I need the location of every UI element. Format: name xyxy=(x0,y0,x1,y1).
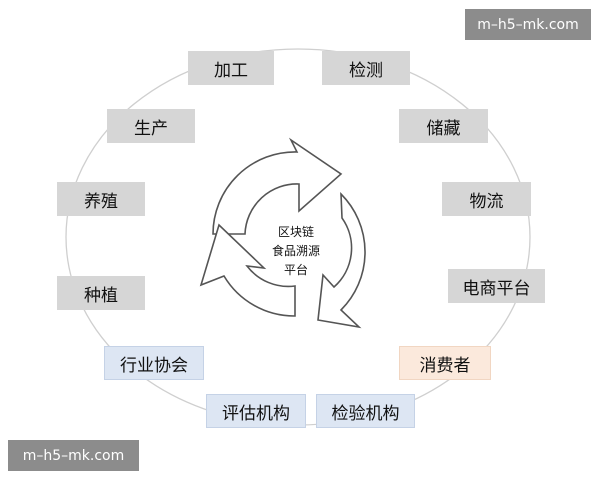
center-label-line2: 食品溯源 xyxy=(271,244,320,258)
node-breeding: 养殖 xyxy=(57,182,145,216)
node-evaluation-agency: 评估机构 xyxy=(206,394,306,428)
node-planting: 种植 xyxy=(57,276,145,310)
node-processing: 加工 xyxy=(188,51,274,85)
node-production: 生产 xyxy=(107,109,195,143)
node-industry-association: 行业协会 xyxy=(104,346,204,380)
center-label-line1: 区块链 xyxy=(277,225,314,239)
node-logistics: 物流 xyxy=(442,182,531,216)
center-label: 区块链 食品溯源 平台 xyxy=(258,223,334,280)
watermark-bottom: m–h5–mk.com xyxy=(8,440,139,471)
node-ecommerce: 电商平台 xyxy=(448,269,545,303)
node-inspection: 检测 xyxy=(322,51,410,85)
node-consumer: 消费者 xyxy=(399,346,491,380)
node-testing-agency: 检验机构 xyxy=(316,394,415,428)
cycle-arrow-top xyxy=(212,137,343,235)
watermark-top: m–h5–mk.com xyxy=(465,9,591,40)
center-label-line3: 平台 xyxy=(283,263,308,277)
node-storage: 储藏 xyxy=(399,109,488,143)
cycle-arrow-left xyxy=(199,223,296,317)
cycle-arrow-right xyxy=(317,191,366,329)
